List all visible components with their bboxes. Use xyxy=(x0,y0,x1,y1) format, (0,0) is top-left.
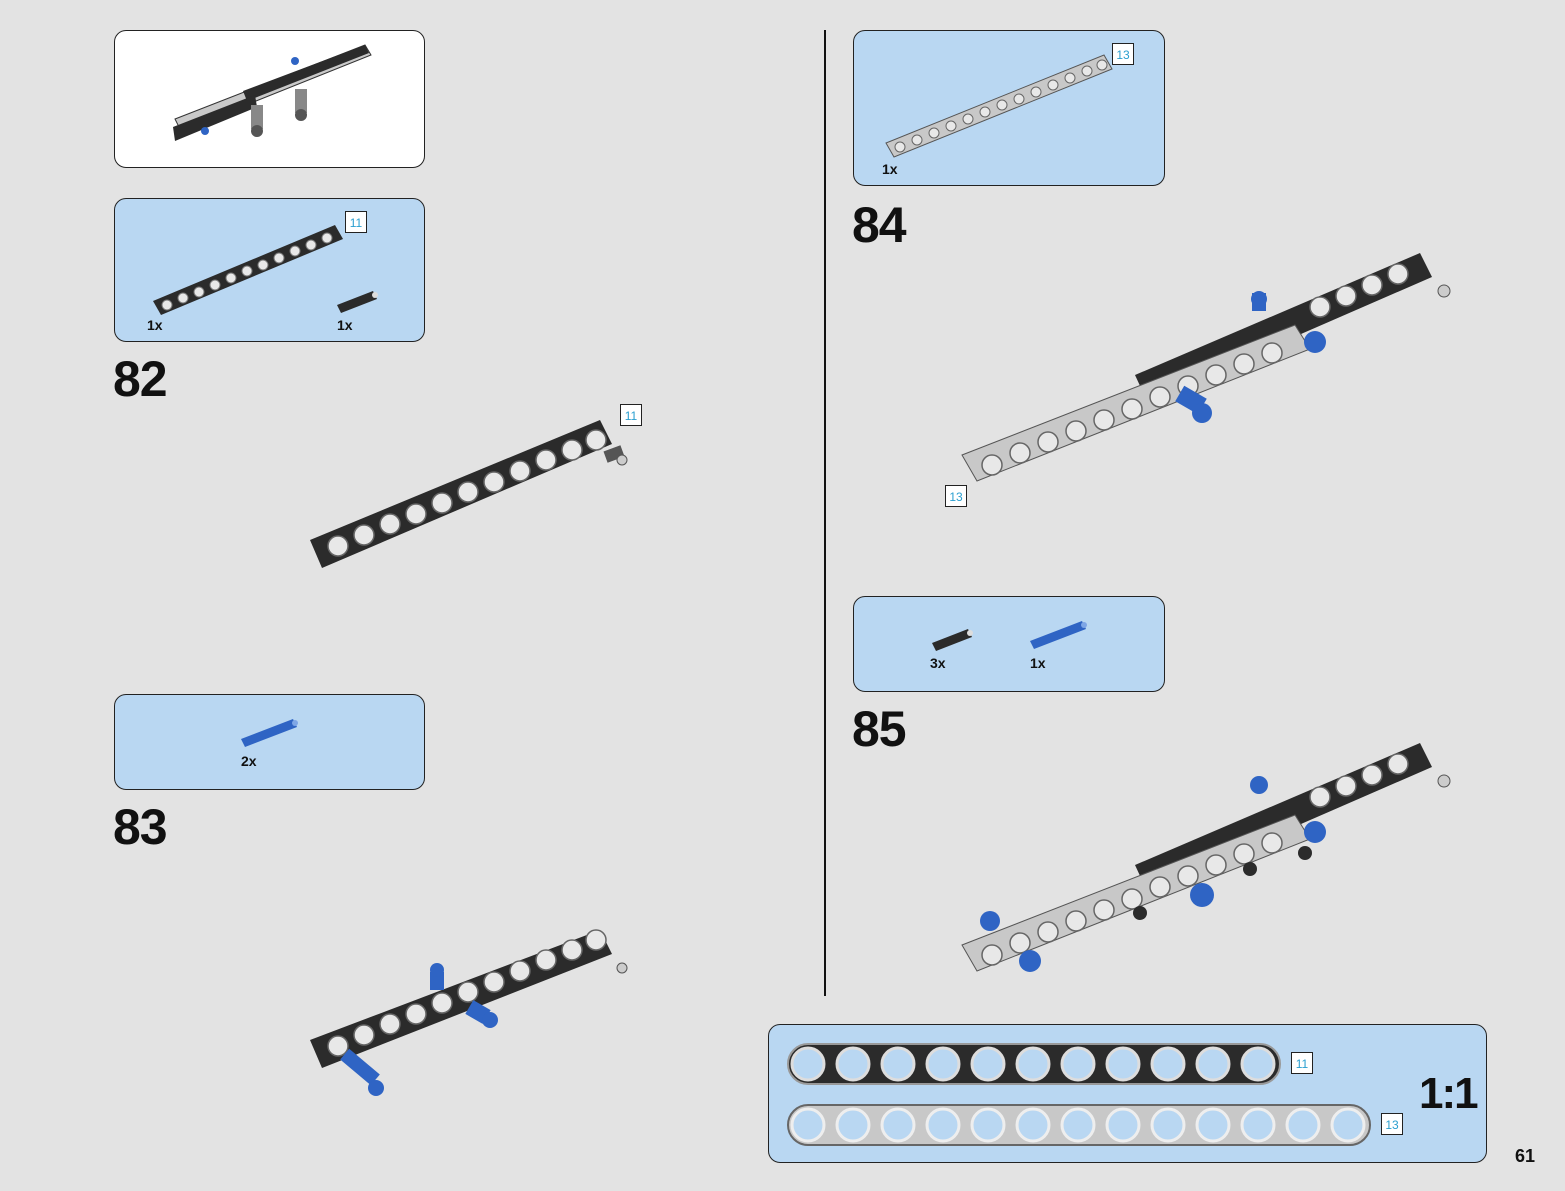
blue-pin-part xyxy=(241,719,298,747)
parts-list-step-82: 11 1x 1x xyxy=(114,198,425,342)
scale-ratio-label: 1:1 xyxy=(1419,1069,1479,1118)
step-number-85: 85 xyxy=(852,701,907,757)
parts-list-step-85: 3x 1x xyxy=(853,596,1165,692)
step-number-84: 84 xyxy=(852,197,907,253)
length-label-13: 13 xyxy=(1381,1113,1403,1135)
scale-reference-panel: 11 13 1:1 xyxy=(768,1024,1487,1163)
length-label-11: 11 xyxy=(1291,1052,1313,1074)
length-callout-13: 13 xyxy=(945,485,967,507)
beam-11-black-part xyxy=(153,225,343,315)
parts-list-step-84: 13 1x xyxy=(853,30,1165,186)
black-pin-part xyxy=(932,629,973,651)
step-84-illustration xyxy=(961,253,1451,482)
beam-11-scale xyxy=(787,1043,1281,1085)
step-number-83: 83 xyxy=(113,799,168,855)
subassembly-preview xyxy=(114,30,425,168)
black-pin-part xyxy=(337,291,378,313)
parts-list-step-83: 2x xyxy=(114,694,425,790)
quantity-beam: 1x xyxy=(147,317,163,333)
length-callout-11: 11 xyxy=(620,404,642,426)
subassembly-illustration xyxy=(173,44,372,141)
step-82-illustration xyxy=(310,420,628,568)
step-number-82: 82 xyxy=(113,351,168,407)
beam-13-scale xyxy=(787,1104,1371,1146)
quantity-blue-pin: 1x xyxy=(1030,655,1046,671)
quantity-black-pin: 3x xyxy=(930,655,946,671)
column-divider xyxy=(824,30,826,996)
beam-13-grey-part xyxy=(885,54,1113,158)
length-callout-13: 13 xyxy=(1112,43,1134,65)
quantity-pin: 1x xyxy=(337,317,353,333)
quantity-blue-pin: 2x xyxy=(241,753,257,769)
page-number: 61 xyxy=(1514,1146,1535,1166)
step-85-illustration xyxy=(961,743,1451,972)
blue-pin-part xyxy=(1030,621,1087,649)
quantity-grey-beam: 1x xyxy=(882,161,898,177)
length-callout-11: 11 xyxy=(345,211,367,233)
step-83-illustration xyxy=(310,929,628,1096)
